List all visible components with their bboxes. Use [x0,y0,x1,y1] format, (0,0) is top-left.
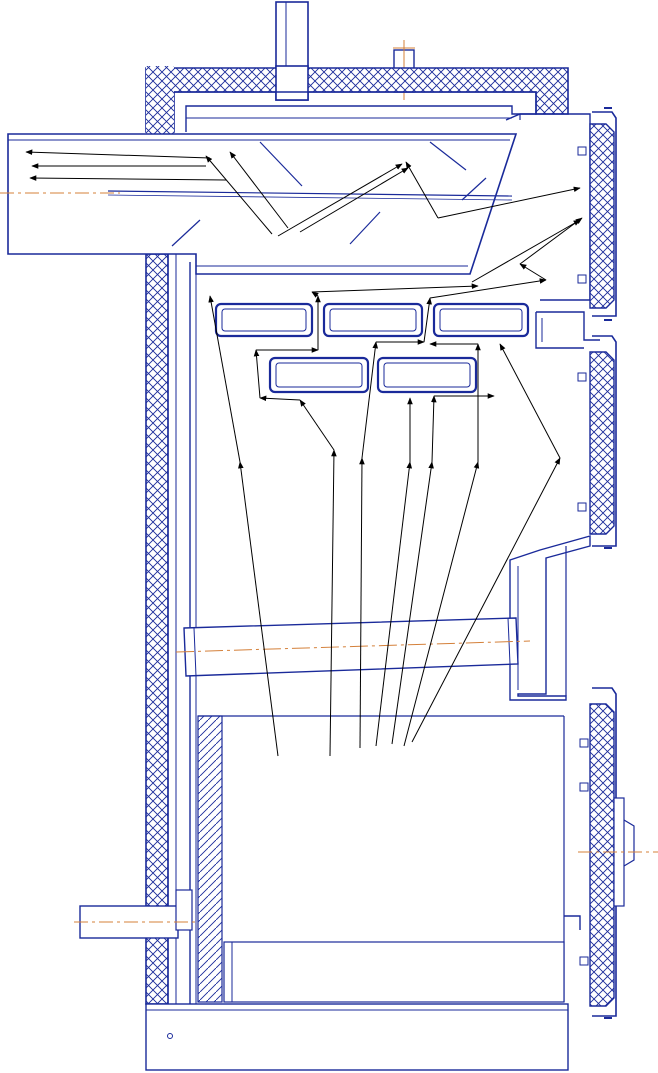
flow-arrow [25,149,211,159]
flow-arrow [471,219,581,283]
upper-cleaning-door [589,107,617,321]
smoke-chamber-right-wall [505,113,591,301]
middle-loading-door [577,335,617,549]
tube-bottom-2 [376,356,478,394]
flow-arrow [411,457,561,743]
flow-arrow [405,161,439,219]
combustion-chamber [197,715,581,1003]
flow-arrow [311,291,319,298]
ash-door [578,687,658,1019]
flow-arrow [423,297,432,343]
tube-bottom-1 [268,356,370,394]
flow-arrow [375,461,413,747]
flow-arrow [311,283,479,293]
left-insulation-wall [145,66,197,1005]
tube-top-3 [432,302,530,338]
flow-arrow [519,263,547,281]
flow-arrow [229,151,289,229]
tube-top-2 [322,302,424,338]
flue-exhaust-pipe [0,133,518,275]
flow-arrow [519,217,583,265]
flow-arrow [431,395,437,463]
base-frame [145,1003,569,1071]
door-water-passage [535,311,600,349]
flow-arrow [437,186,581,219]
flow-arrow [403,461,480,747]
flue-gas-flow-arrows [25,149,583,757]
flow-arrow [329,449,337,757]
heat-exchanger-tubes [214,302,530,394]
flow-arrow [299,399,335,451]
flow-arrow [208,295,241,463]
flow-arrow [429,278,547,299]
flow-arrow [499,343,561,459]
flow-arrow [359,457,365,749]
top-insulation-cover [145,65,569,133]
secondary-air-channel [509,535,591,701]
flow-arrow [238,461,279,757]
flow-arrow [277,163,403,237]
top-water-jacket [174,91,537,132]
flow-arrow [205,155,273,235]
flow-arrow [299,167,409,233]
tube-top-1 [214,302,314,338]
flow-arrow [259,395,301,402]
flow-arrow [361,341,379,459]
flow-arrow [29,175,227,181]
flow-arrow [391,461,434,745]
return-water-pipe [74,889,196,939]
primary-air-pipe [175,617,531,677]
flow-arrow [253,349,261,399]
